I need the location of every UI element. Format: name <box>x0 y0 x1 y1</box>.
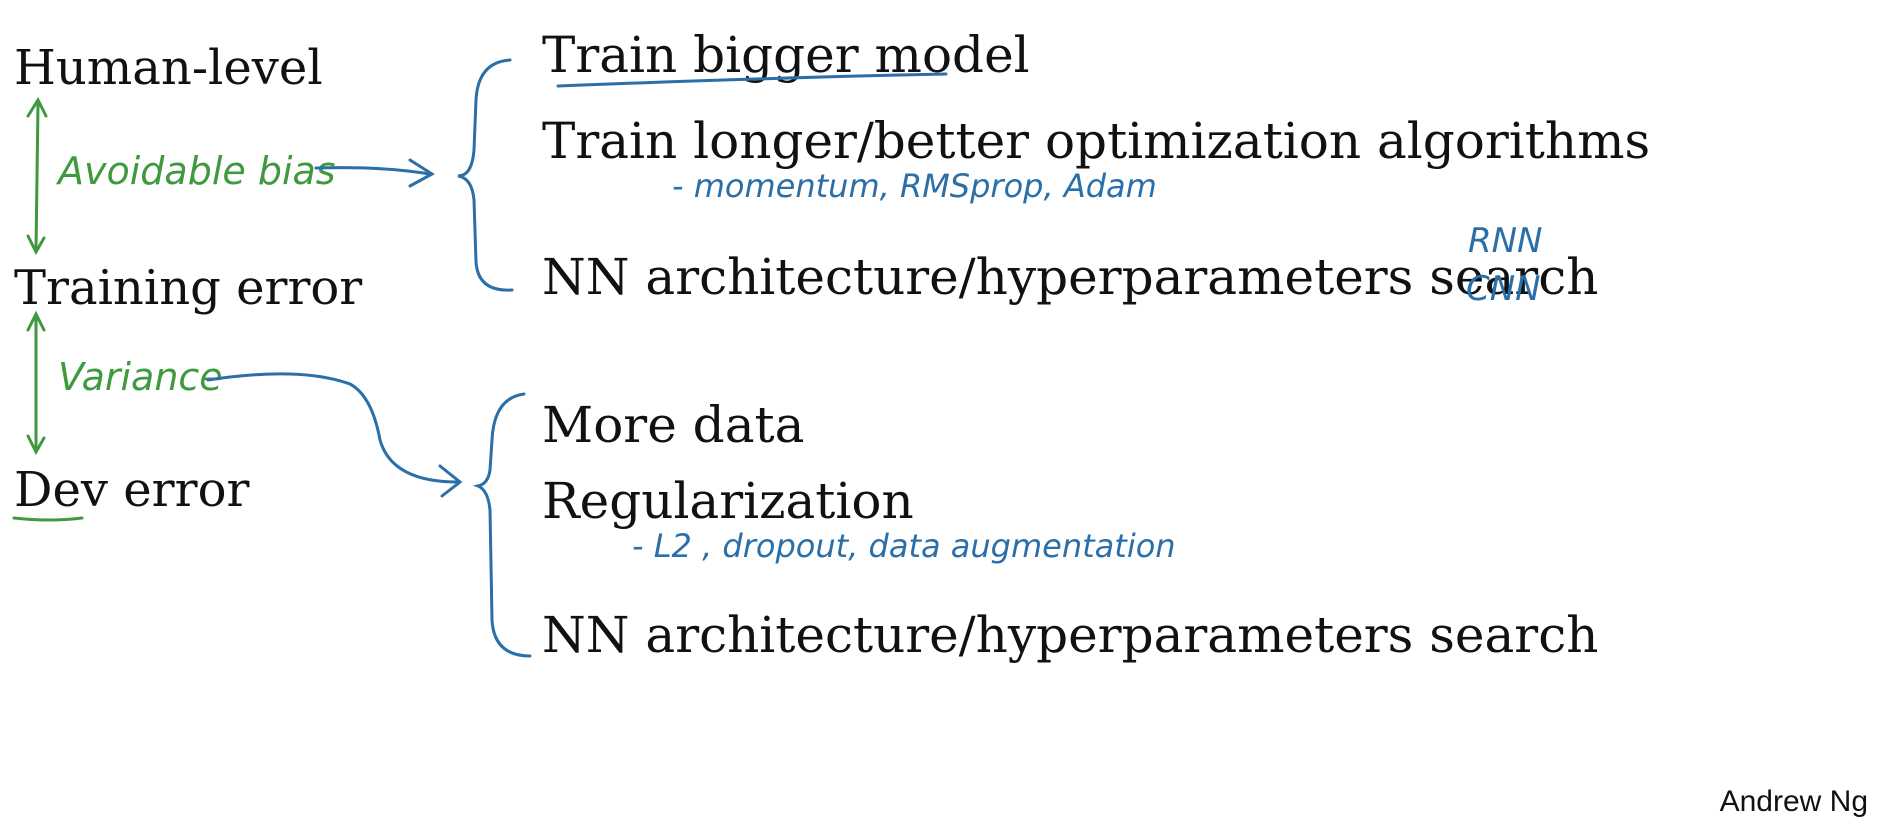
training-error-label: Training error <box>14 260 363 316</box>
variance-annotation: Variance <box>58 355 223 399</box>
nn-architecture-search-item-bias: NN architecture/hyperparameters search <box>542 248 1599 306</box>
more-data-item: More data <box>542 396 805 454</box>
avoidable-bias-double-arrow <box>26 96 48 256</box>
cnn-note: CNN <box>1466 269 1541 309</box>
variance-remedies-brace <box>472 392 532 658</box>
train-longer-item: Train longer/better optimization algorit… <box>542 112 1651 170</box>
bias-remedies-brace <box>457 58 514 292</box>
variance-arrow <box>206 372 463 498</box>
regularization-item: Regularization <box>542 472 914 530</box>
variance-double-arrow <box>26 310 46 456</box>
nn-architecture-search-item-variance: NN architecture/hyperparameters search <box>542 606 1599 664</box>
regularization-examples-note: - L2 , dropout, data augmentation <box>632 527 1176 565</box>
dev-error-label: Dev error <box>14 462 250 518</box>
human-level-label: Human-level <box>14 40 323 96</box>
train-bigger-model-item: Train bigger model <box>542 26 1030 84</box>
train-bigger-model-underline <box>556 72 948 88</box>
optimizer-examples-note: - momentum, RMSprop, Adam <box>672 167 1157 205</box>
dev-underline <box>12 516 84 522</box>
bias-arrow <box>314 158 435 188</box>
rnn-note: RNN <box>1468 221 1543 261</box>
author-credit: Andrew Ng <box>1719 785 1868 818</box>
avoidable-bias-annotation: Avoidable bias <box>58 149 336 193</box>
